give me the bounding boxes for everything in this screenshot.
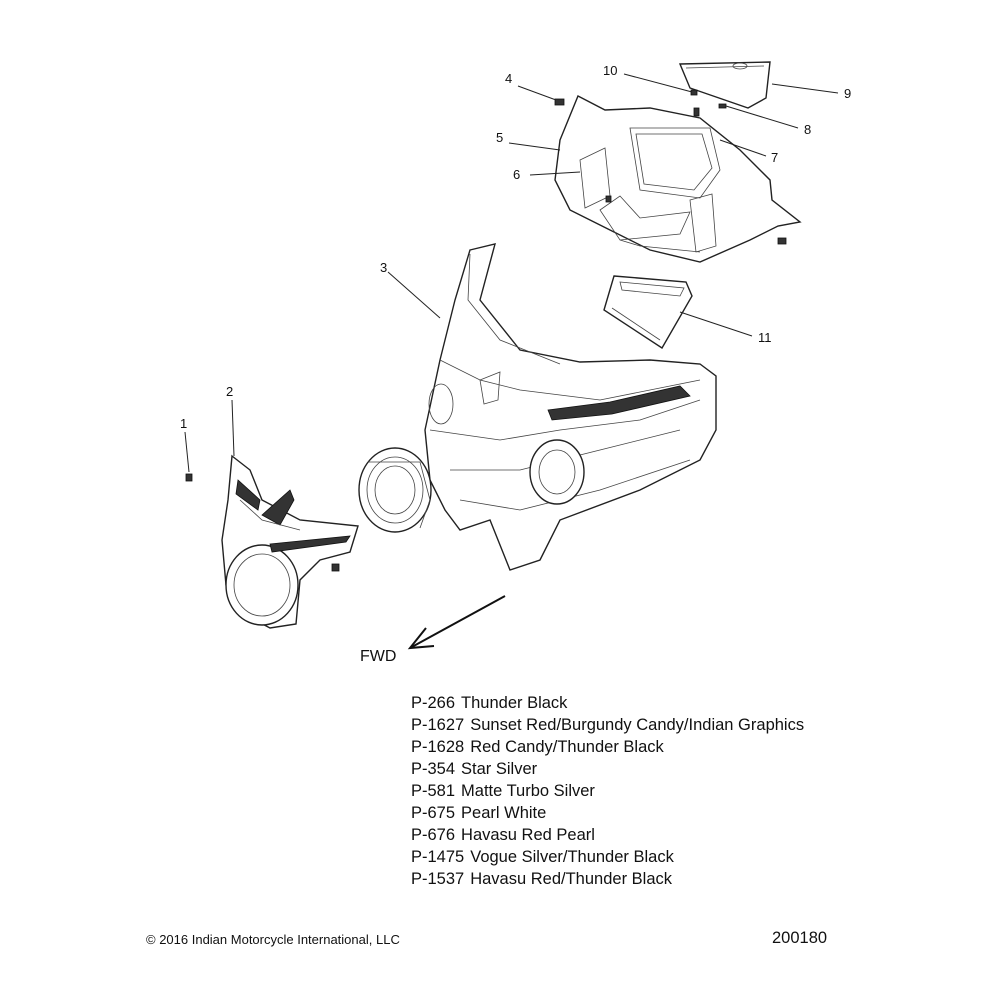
paint-code: P-675 [411, 804, 456, 822]
paint-code-item: P-354 Star Silver [411, 758, 804, 780]
part-2-nacelle [221, 454, 359, 629]
paint-code-list: P-266 Thunder Black P-1627 Sunset Red/Burg… [411, 692, 804, 890]
paint-name: Pearl White [461, 804, 547, 822]
leader-lines [184, 73, 839, 473]
callout-8: 8 [804, 122, 811, 137]
callout-9: 9 [844, 86, 851, 101]
paint-code: P-1628 [411, 738, 465, 756]
paint-code-item: P-1537 Havasu Red/Thunder Black [411, 868, 804, 890]
paint-name: Matte Turbo Silver [461, 782, 595, 800]
headlamp-ring [358, 447, 432, 533]
paint-name: Red Candy/Thunder Black [470, 738, 664, 756]
part-5-inner-fairing [554, 95, 802, 263]
part-1-screw [185, 473, 193, 482]
document-number: 200180 [772, 929, 828, 947]
paint-name: Havasu Red/Thunder Black [470, 870, 672, 888]
paint-code: P-581 [411, 782, 456, 800]
paint-code-item: P-581 Matte Turbo Silver [411, 780, 804, 802]
callout-10: 10 [603, 63, 617, 78]
paint-code: P-354 [411, 760, 456, 778]
callout-6: 6 [513, 167, 520, 182]
paint-name: Sunset Red/Burgundy Candy/Indian Graphic… [470, 716, 805, 734]
paint-code: P-676 [411, 826, 456, 844]
paint-code-item: P-266 Thunder Black [411, 692, 804, 714]
paint-code-item: P-1628 Red Candy/Thunder Black [411, 736, 804, 758]
part-3-outer-fairing [424, 243, 717, 571]
paint-code-item: P-676 Havasu Red Pearl [411, 824, 804, 846]
callout-2: 2 [226, 384, 233, 399]
paint-name: Havasu Red Pearl [461, 826, 595, 844]
callout-1: 1 [180, 416, 187, 431]
fwd-label: FWD [360, 648, 397, 665]
copyright-notice: © 2016 Indian Motorcycle International, … [146, 932, 400, 947]
paint-code-item: P-1475 Vogue Silver/Thunder Black [411, 846, 804, 868]
paint-code: P-1475 [411, 848, 465, 866]
callout-5: 5 [496, 130, 503, 145]
paint-code-item: P-675 Pearl White [411, 802, 804, 824]
paint-code: P-266 [411, 694, 456, 712]
part-11-box [603, 275, 693, 349]
callout-7: 7 [771, 150, 778, 165]
paint-code-item: P-1627 Sunset Red/Burgundy Candy/Indian G… [411, 714, 804, 736]
part-8-screw [718, 103, 727, 109]
fwd-arrow-icon [407, 595, 506, 650]
part-4-clip [554, 98, 565, 106]
part-10-screw [690, 89, 700, 117]
exploded-parts-diagram: 1 2 3 4 5 6 7 8 9 10 11 [180, 61, 851, 650]
callout-11: 11 [758, 330, 772, 345]
paint-name: Star Silver [461, 760, 538, 778]
paint-name: Vogue Silver/Thunder Black [470, 848, 674, 866]
paint-code: P-1627 [411, 716, 465, 734]
paint-code: P-1537 [411, 870, 465, 888]
part-9-cover [678, 61, 771, 109]
paint-name: Thunder Black [461, 694, 568, 712]
callout-4: 4 [505, 71, 512, 86]
callout-3: 3 [380, 260, 387, 275]
